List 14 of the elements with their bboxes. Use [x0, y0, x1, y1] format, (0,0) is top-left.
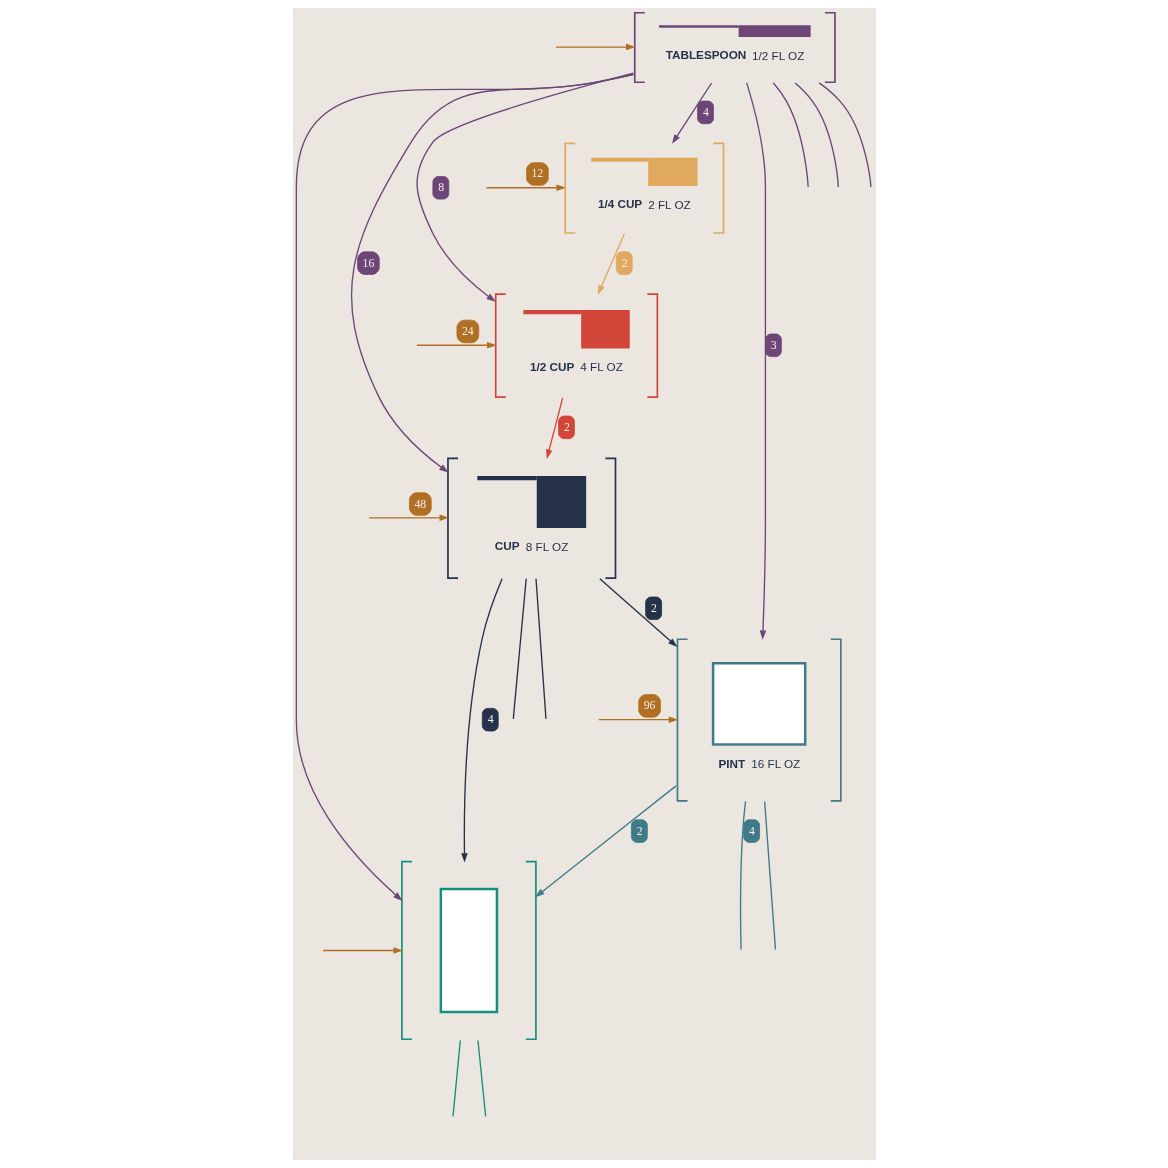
edge-label: 2 [650, 601, 657, 615]
edge-label: 3 [770, 338, 777, 352]
edge-label: 4 [487, 713, 494, 727]
edge-label: 4 [748, 824, 755, 838]
edge-label: 96 [643, 699, 655, 713]
edge-label: 12 [531, 167, 543, 181]
edge-label: 16 [362, 256, 374, 270]
edge-label: 4 [702, 105, 709, 119]
edge-label: 48 [413, 497, 426, 511]
edge-label: 24 [461, 324, 474, 338]
edge-label: 2 [563, 420, 570, 434]
edge-label: 2 [621, 256, 628, 270]
edge-label: 8 [437, 181, 444, 195]
edge-label: 2 [636, 824, 643, 838]
